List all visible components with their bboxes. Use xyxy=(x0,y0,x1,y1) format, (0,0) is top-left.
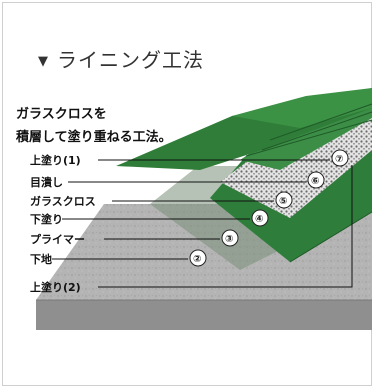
marker-5: ⑤ xyxy=(279,196,287,207)
label-topcoat-2: 上塗り(2) xyxy=(30,280,81,294)
number-markers: ⑦ ⑥ ⑤ ④ ③ ② xyxy=(189,149,349,267)
marker-circle-7 xyxy=(331,149,349,167)
edge-line-2 xyxy=(261,111,373,151)
label-glass-cloth: ガラスクロス xyxy=(30,194,96,208)
marker-circle-6 xyxy=(307,171,325,189)
marker-circle-2 xyxy=(189,249,207,267)
substrate-front xyxy=(36,300,372,330)
intro-line-2: 積層して塗り重ねる工法。 xyxy=(16,130,172,145)
edge-line-4 xyxy=(289,211,373,263)
intro-line-1: ガラスクロスを xyxy=(16,107,107,122)
marker-3: ③ xyxy=(225,234,233,245)
triangle-down-icon: ▼ xyxy=(38,54,49,69)
edge-line-1 xyxy=(245,119,373,157)
marker-4: ④ xyxy=(255,214,263,225)
topcoat-back xyxy=(232,88,372,128)
section-title: ライニング工法 xyxy=(57,48,204,72)
marker-circle-4 xyxy=(251,209,269,227)
marker-circle-5 xyxy=(275,191,293,209)
label-topcoat-1: 上塗り(1) xyxy=(30,153,81,167)
section-heading: ▼ ライニング工法 xyxy=(38,44,204,73)
marker-6: ⑥ xyxy=(311,176,319,187)
leader-topcoat-2 xyxy=(98,165,353,288)
label-primer: プライマー xyxy=(30,232,85,246)
leader-lines xyxy=(52,159,353,288)
marker-7: ⑦ xyxy=(335,154,343,165)
edge-line-3 xyxy=(269,103,373,141)
label-undercoat: 下塗り xyxy=(30,212,63,226)
marker-2: ② xyxy=(193,254,201,265)
marker-circle-3 xyxy=(221,229,239,247)
layer-labels: 上塗り(1) 目潰し ガラスクロス 下塗り プライマー 下地 上塗り(2) xyxy=(30,153,96,294)
label-filler: 目潰し xyxy=(30,175,63,189)
label-substrate: 下地 xyxy=(30,252,52,266)
